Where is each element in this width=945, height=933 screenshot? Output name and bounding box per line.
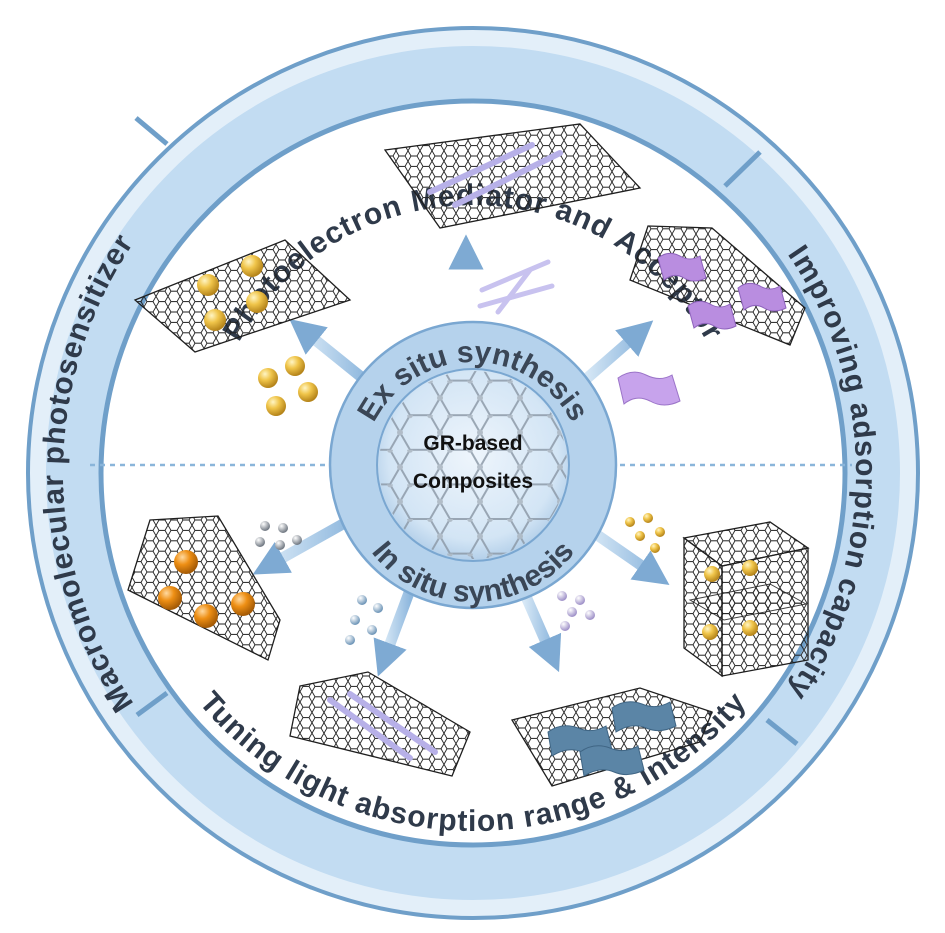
precursor-dots-icon (625, 513, 665, 553)
orange-nanoparticle-icon (194, 604, 218, 628)
nanotube-icon (327, 697, 413, 761)
nanotube-icon (452, 150, 563, 208)
gold-nanoparticle-icon (258, 368, 278, 388)
orange-nanoparticle-icon (231, 592, 255, 616)
free-nanotubes (477, 259, 555, 315)
free-gold-particles (258, 356, 318, 416)
gold-nanoparticle-icon (204, 309, 226, 331)
orange-nanoparticle-icon (174, 550, 198, 574)
arrow-up-left (289, 318, 371, 386)
graphene-nanotube-sheet-lower (289, 671, 471, 777)
gold-nanoparticle-icon (246, 291, 268, 313)
ring-divider (135, 690, 169, 718)
blue-sheet-composite (510, 687, 713, 787)
blue-nanosheet-icon (611, 701, 677, 733)
graphene-sheet-icon (289, 671, 471, 777)
purple-nanosheet-icon (657, 252, 707, 282)
arrow-up-right (579, 320, 654, 386)
nanotube-icon (495, 267, 533, 315)
gold-nanoparticle-icon (197, 274, 219, 296)
gold-particle-sheet (133, 239, 352, 353)
purple-nanosheet-icon (687, 300, 737, 330)
arrow-down-left (252, 514, 356, 575)
purple-nanosheet-icon (617, 371, 681, 406)
orange-particle-sheet (127, 515, 281, 661)
graphene-nanotube-sheet (383, 123, 642, 229)
gold-nanoparticle-icon (704, 566, 720, 582)
gold-nanoparticle-icon (742, 560, 758, 576)
precursor-dots-icon (557, 591, 595, 631)
gold-nanoparticle-icon (241, 255, 263, 277)
gold-nanoparticle-icon (298, 382, 318, 402)
ring-divider (723, 150, 762, 188)
nanotube-icon (427, 142, 535, 195)
arrow-down-mid-right (518, 586, 562, 673)
gold-nanoparticle-icon (285, 356, 305, 376)
gold-nanoparticle-icon (742, 620, 758, 636)
arrows (252, 234, 670, 677)
purple-nanosheet-icon (737, 282, 787, 312)
ring-divider (765, 718, 799, 746)
arrow-down-mid-left (373, 584, 416, 677)
graphene-sheet-icon (127, 515, 281, 661)
precursor-dots-icon (345, 595, 383, 645)
purple-sheet-composite (629, 225, 806, 346)
precursor-dots-icon (255, 521, 302, 550)
center-hub (328, 320, 618, 610)
nanotube-icon (479, 259, 551, 293)
center-title-line2: Composites (413, 470, 533, 493)
graphene-box-icon (682, 521, 810, 678)
orange-nanoparticle-icon (158, 586, 182, 610)
gold-nanoparticle-icon (702, 624, 718, 640)
nanotube-icon (477, 283, 555, 309)
center-title-line1: GR-based (423, 432, 522, 455)
nanotube-icon (347, 691, 438, 755)
ring-divider (134, 116, 169, 146)
arrow-down-right (584, 524, 670, 586)
gold-nanoparticle-icon (266, 396, 286, 416)
graphene-sheet-icon (133, 239, 352, 353)
blue-nanosheet-icon (579, 745, 645, 777)
